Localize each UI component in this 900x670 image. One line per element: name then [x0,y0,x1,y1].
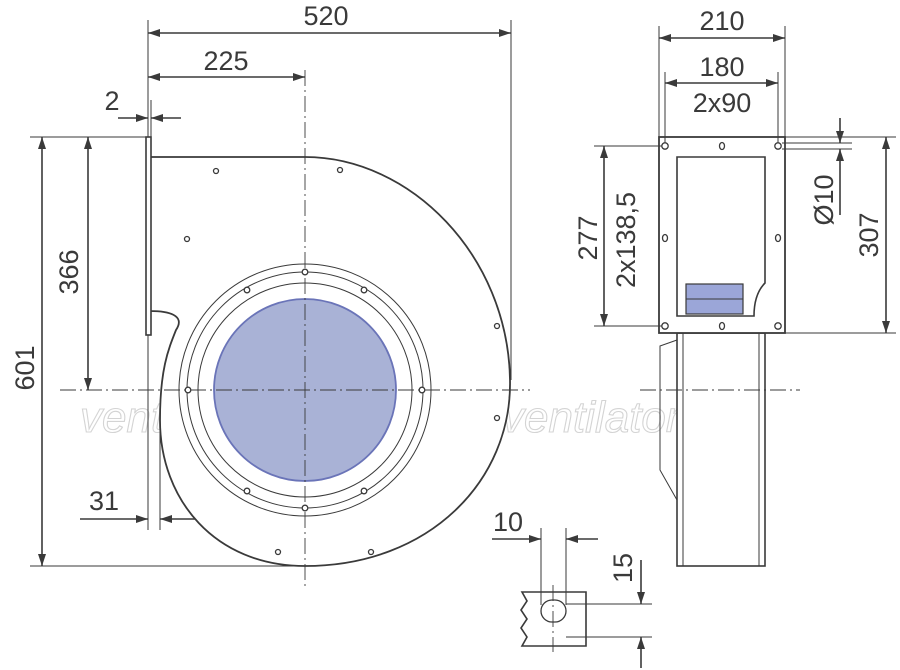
bolt-hole [301,504,309,512]
housing-holes [183,166,501,556]
housing-hole [493,414,501,422]
slot-detail-strip [520,591,587,647]
dim-height-overall: 601 [10,345,40,390]
dim-width-overall: 520 [303,1,348,31]
side-motor-edge [659,339,678,501]
housing-hole [336,166,344,174]
ring-bolt-holes [184,268,426,512]
dim-height-pitch: 2x138,5 [611,192,641,288]
slot-detail: 10 15 [492,507,652,668]
dim-hole-pitch: 2x90 [693,88,752,118]
side-view: 210 180 2x90 277 2x138,5 Ø10 307 [573,6,896,567]
dim-flange-height: 307 [854,212,884,257]
bolt-hole [184,386,192,394]
bolt-hole [301,268,309,276]
dim-height-span: 277 [573,215,603,260]
housing-hole [274,548,282,556]
flange-hole [774,322,782,330]
side-flange-opening [676,156,766,317]
dim-flange-offset: 31 [89,486,119,516]
flange-hole [661,322,669,330]
housing-hole [183,235,191,243]
flange-hole [718,141,726,151]
flange-hole [718,321,726,331]
outlet-flange [145,136,152,336]
bolt-hole [243,487,251,495]
dim-flange-thickness: 2 [104,86,119,116]
dim-slot-width: 10 [493,507,523,537]
dim-hole-span: 180 [699,52,744,82]
bolt-hole [418,386,426,394]
flange-hole [661,233,669,243]
bolt-hole [360,487,368,495]
housing-hole [493,322,501,330]
dim-slot-height: 15 [608,553,638,583]
housing-hole [212,167,220,175]
front-view: 520 225 2 601 366 31 [10,1,530,590]
dim-axis-offset: 225 [203,46,248,76]
bolt-hole [243,286,251,294]
dim-hole-diameter: Ø10 [809,174,839,225]
dim-outlet-height: 366 [54,249,84,294]
slot-hole [540,599,567,623]
flange-hole [661,142,669,150]
flange-hole [774,142,782,150]
flange-hole [774,233,782,243]
side-housing-body [676,332,766,567]
bolt-hole [360,286,368,294]
housing-hole [367,548,375,556]
dim-flange-width: 210 [699,6,744,36]
